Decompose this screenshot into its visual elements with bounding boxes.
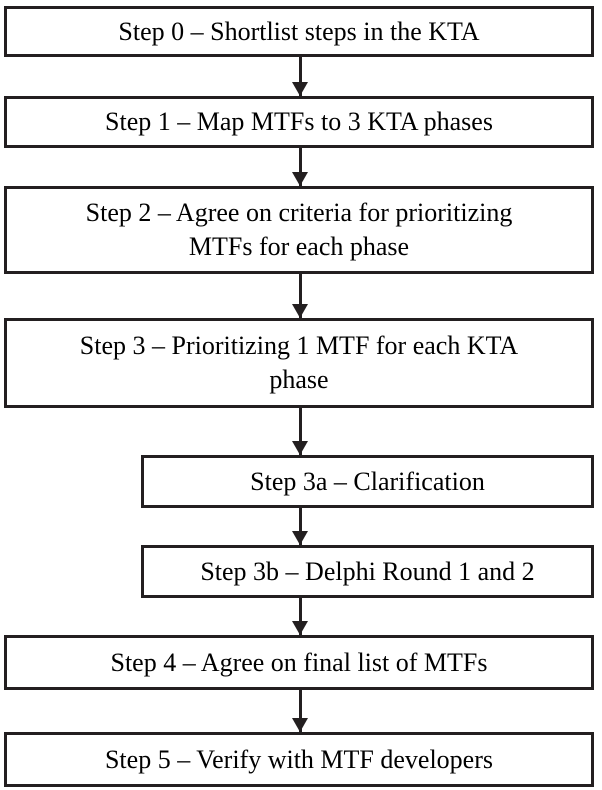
node-step-1[interactable]: Step 1 – Map MTFs to 3 KTA phases xyxy=(4,96,594,148)
arrow-shaft xyxy=(299,148,302,186)
arrow-shaft xyxy=(299,690,302,732)
node-step-4[interactable]: Step 4 – Agree on final list of MTFs xyxy=(4,635,594,690)
arrow-head-icon xyxy=(292,441,308,455)
arrow-head-icon xyxy=(292,718,308,732)
arrow-head-icon xyxy=(292,621,308,635)
node-step-3[interactable]: Step 3 – Prioritizing 1 MTF for each KTA… xyxy=(4,318,594,408)
node-step-2[interactable]: Step 2 – Agree on criteria for prioritiz… xyxy=(4,186,594,274)
arrow-head-icon xyxy=(292,304,308,318)
node-step-3b[interactable]: Step 3b – Delphi Round 1 and 2 xyxy=(141,545,594,598)
arrow-head-icon xyxy=(292,172,308,186)
arrow-head-icon xyxy=(292,531,308,545)
node-step-0[interactable]: Step 0 – Shortlist steps in the KTA xyxy=(4,6,594,57)
arrow-shaft xyxy=(299,598,302,635)
node-step-3a[interactable]: Step 3a – Clarification xyxy=(141,455,594,508)
arrow-shaft xyxy=(299,57,302,96)
node-step-5[interactable]: Step 5 – Verify with MTF developers xyxy=(4,732,594,787)
arrow-shaft xyxy=(299,508,302,545)
arrow-shaft xyxy=(299,274,302,318)
arrow-head-icon xyxy=(292,82,308,96)
arrow-shaft xyxy=(299,408,302,455)
